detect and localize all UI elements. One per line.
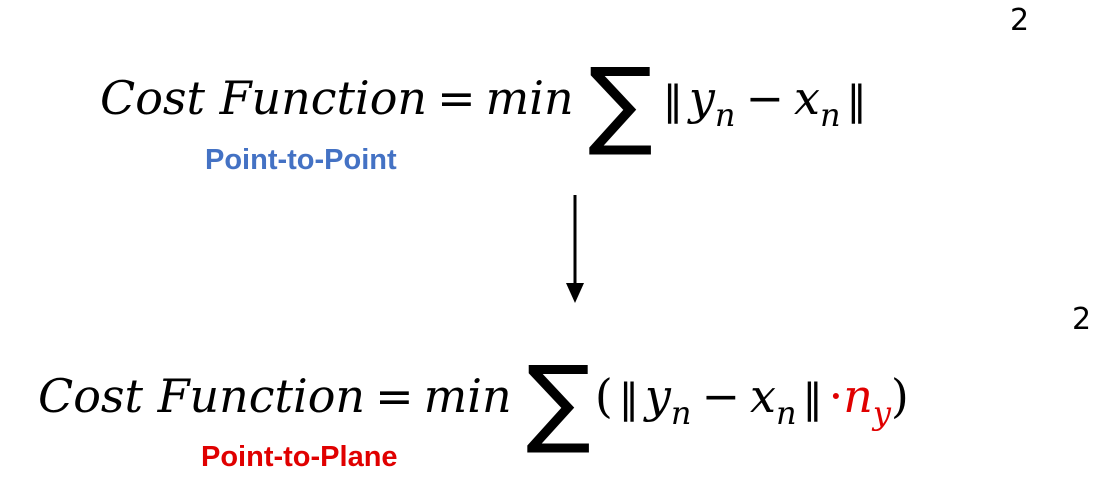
bottom-exponent: 2 bbox=[1072, 302, 1092, 337]
minus-sign: − bbox=[701, 369, 740, 423]
function-word: Function bbox=[157, 369, 366, 423]
function-word: Function bbox=[219, 71, 428, 125]
normal-variable: n bbox=[843, 369, 873, 423]
point-to-plane-label: Point-to-Plane bbox=[201, 441, 398, 473]
x-subscript: n bbox=[775, 394, 797, 432]
summation-sign: ∑ bbox=[526, 345, 591, 457]
top-exponent: 2 bbox=[1010, 3, 1030, 38]
point-to-plane-equation: Cost Function=min ∑(‖yn−xn‖·ny) bbox=[38, 353, 909, 449]
norm-close: ‖ bbox=[802, 376, 823, 422]
point-to-point-equation: Cost Function=min ∑‖yn−xn‖ bbox=[100, 55, 873, 151]
min-operator: min bbox=[485, 71, 574, 125]
y-variable: y bbox=[688, 71, 715, 125]
cost-word: Cost bbox=[100, 71, 205, 125]
summation-sign: ∑ bbox=[588, 47, 653, 159]
down-arrow-icon bbox=[566, 195, 584, 303]
x-variable: x bbox=[794, 71, 820, 125]
equals-sign: = bbox=[437, 71, 476, 125]
x-variable: x bbox=[750, 369, 776, 423]
cost-word: Cost bbox=[38, 369, 143, 423]
normal-subscript: y bbox=[872, 394, 891, 432]
dot-operator: · bbox=[828, 369, 844, 423]
norm-open: ‖ bbox=[662, 78, 683, 124]
min-operator: min bbox=[423, 369, 512, 423]
y-variable: y bbox=[644, 369, 671, 423]
norm-open: ‖ bbox=[618, 376, 639, 422]
minus-sign: − bbox=[745, 71, 785, 125]
equals-sign: = bbox=[375, 369, 414, 423]
y-subscript: n bbox=[714, 96, 736, 134]
y-subscript: n bbox=[670, 394, 692, 432]
paren-open: ( bbox=[594, 369, 613, 423]
paren-close: ) bbox=[890, 369, 909, 423]
point-to-point-label: Point-to-Point bbox=[205, 144, 397, 176]
x-subscript: n bbox=[820, 96, 841, 134]
norm-close: ‖ bbox=[846, 78, 867, 124]
